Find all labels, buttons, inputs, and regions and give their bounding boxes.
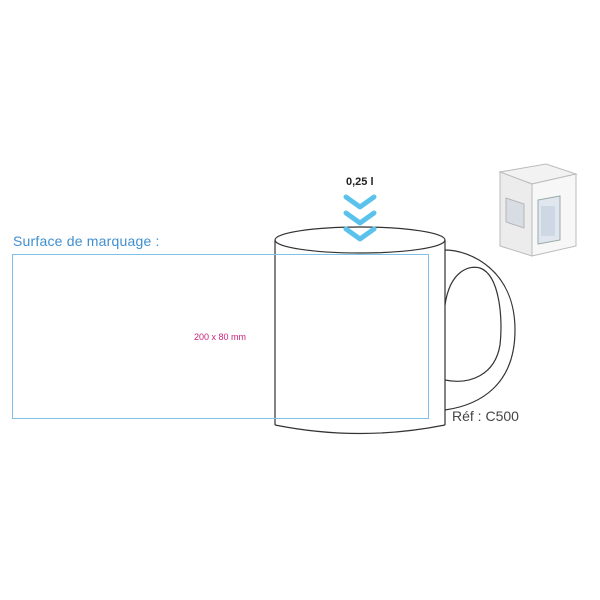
packaging-box-icon [498,163,578,257]
marking-zone [12,254,429,419]
marking-dimensions: 200 x 80 mm [194,332,247,342]
product-reference: Réf : C500 [452,408,519,424]
marking-surface-label: Surface de marquage : [13,233,160,249]
capacity-label: 0,25 l [346,176,374,188]
arrow-down-chevron-icon [343,194,377,242]
